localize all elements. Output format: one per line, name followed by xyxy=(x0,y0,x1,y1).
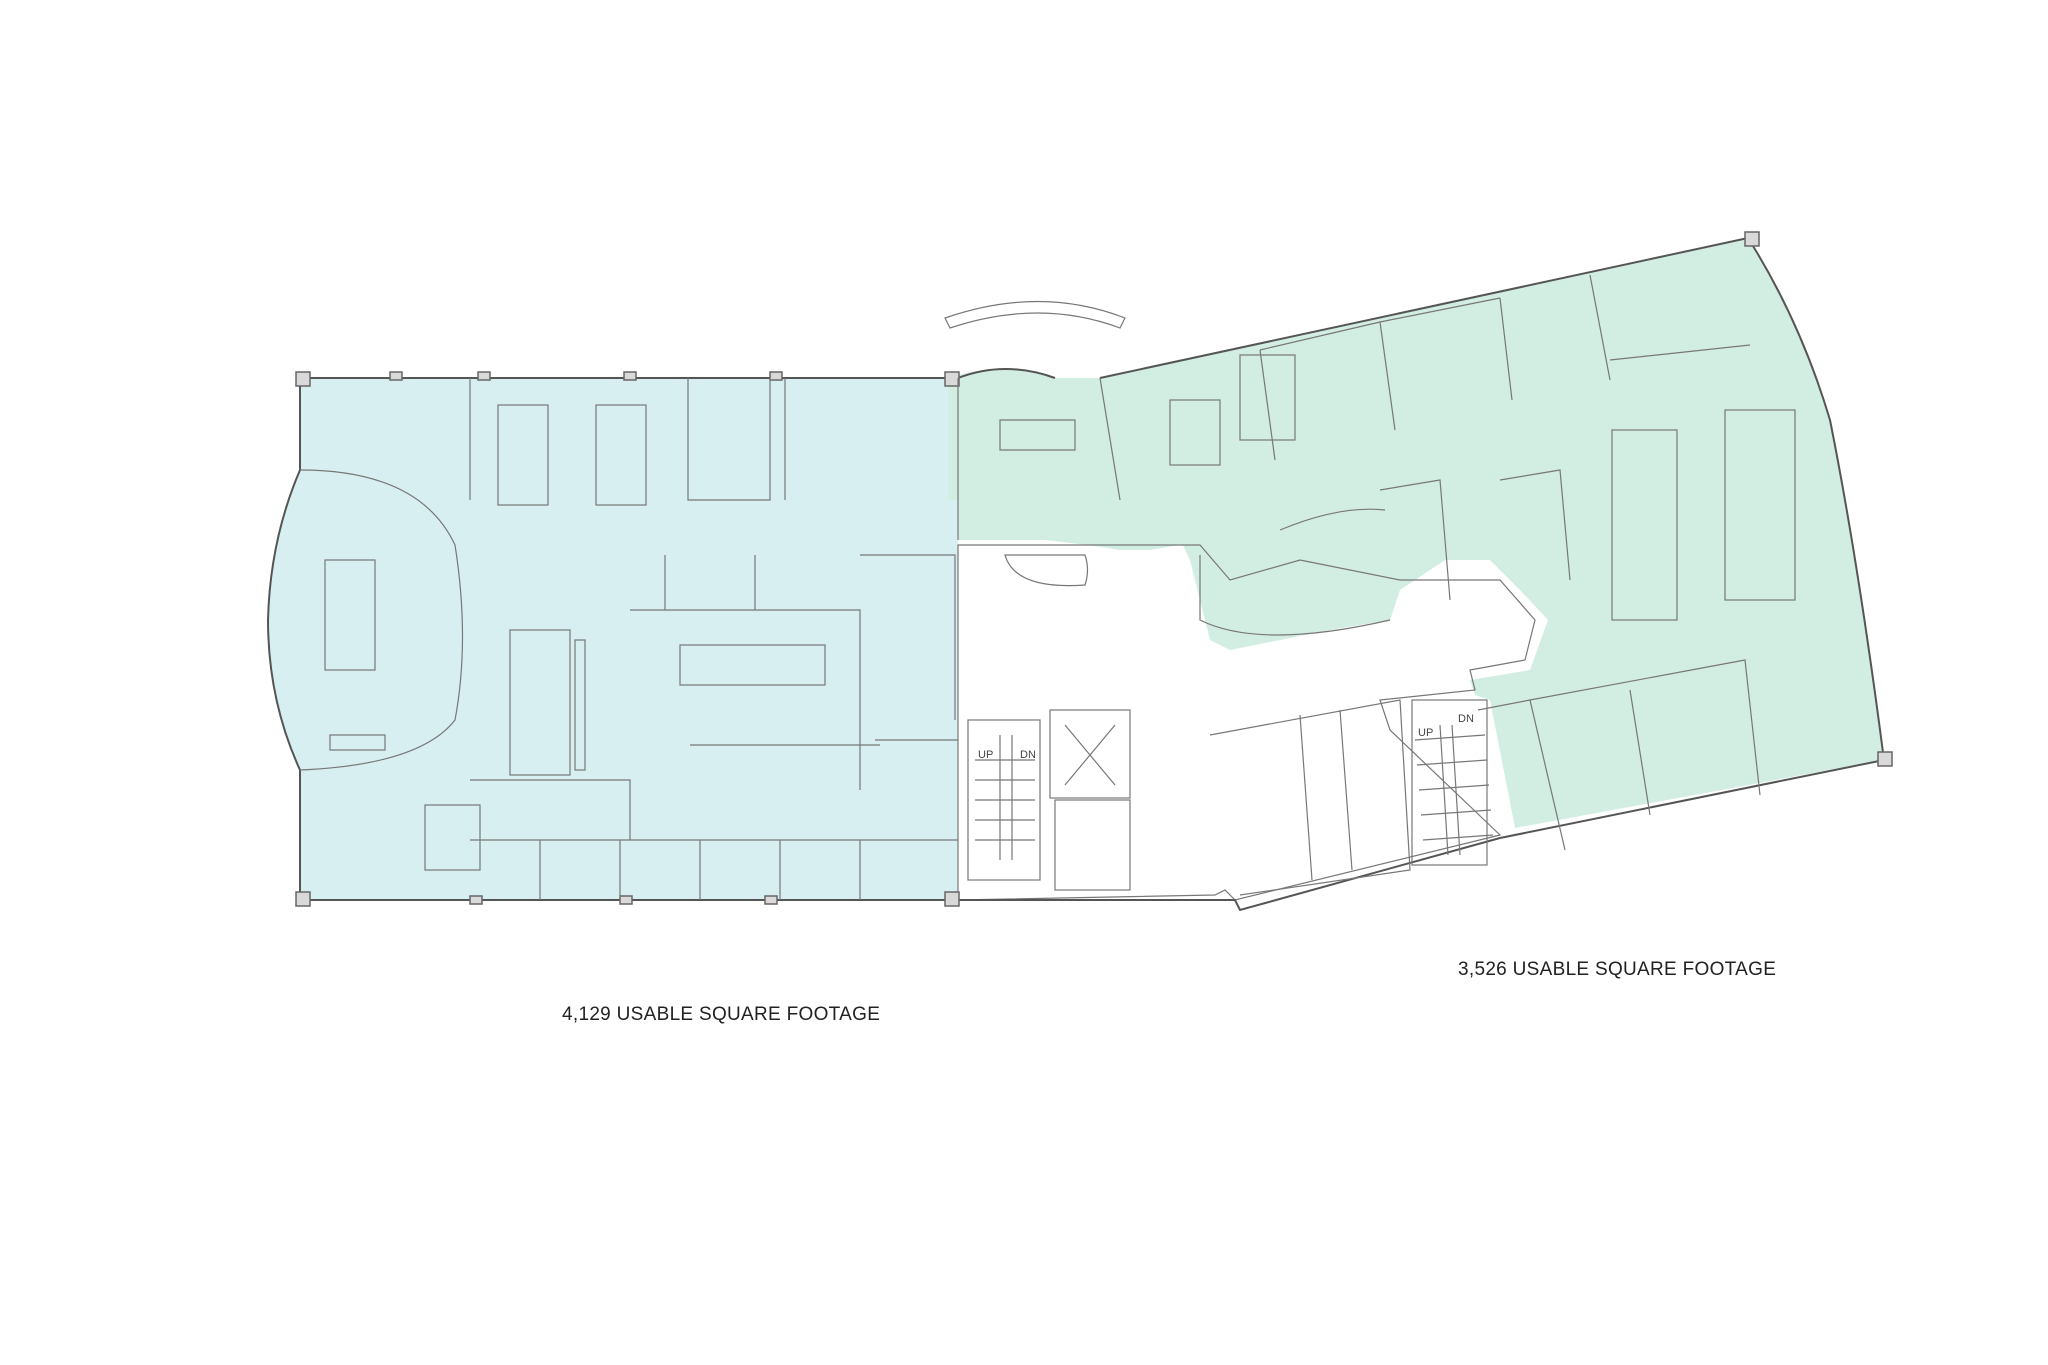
conference-room xyxy=(957,377,1121,501)
west-suite-zone xyxy=(268,378,958,900)
west-suite-area-label: 4,129 USABLE SQUARE FOOTAGE xyxy=(562,1004,880,1025)
exterior-walls xyxy=(266,237,1885,912)
east-stair-down-label: DN xyxy=(1458,713,1474,725)
elevator-shaft xyxy=(1049,709,1131,799)
east-suite-area-label: 3,526 USABLE SQUARE FOOTAGE xyxy=(1458,959,1776,980)
east-suite-interior xyxy=(1169,274,1796,851)
east-suite-area xyxy=(948,238,1884,828)
east-stair-up-label: UP xyxy=(1418,727,1433,739)
west-suite-area xyxy=(268,378,958,900)
west-stair-down-label: DN xyxy=(1020,749,1036,761)
building-core xyxy=(957,544,1536,901)
east-suite-zone xyxy=(948,238,1884,828)
west-stair xyxy=(967,719,1041,881)
east-stair xyxy=(1411,699,1488,866)
window-frames xyxy=(295,231,1893,907)
west-stair-up-label: UP xyxy=(978,749,993,761)
west-suite-interior xyxy=(299,378,959,900)
core-outline xyxy=(957,544,1536,901)
core-details xyxy=(967,554,1494,896)
